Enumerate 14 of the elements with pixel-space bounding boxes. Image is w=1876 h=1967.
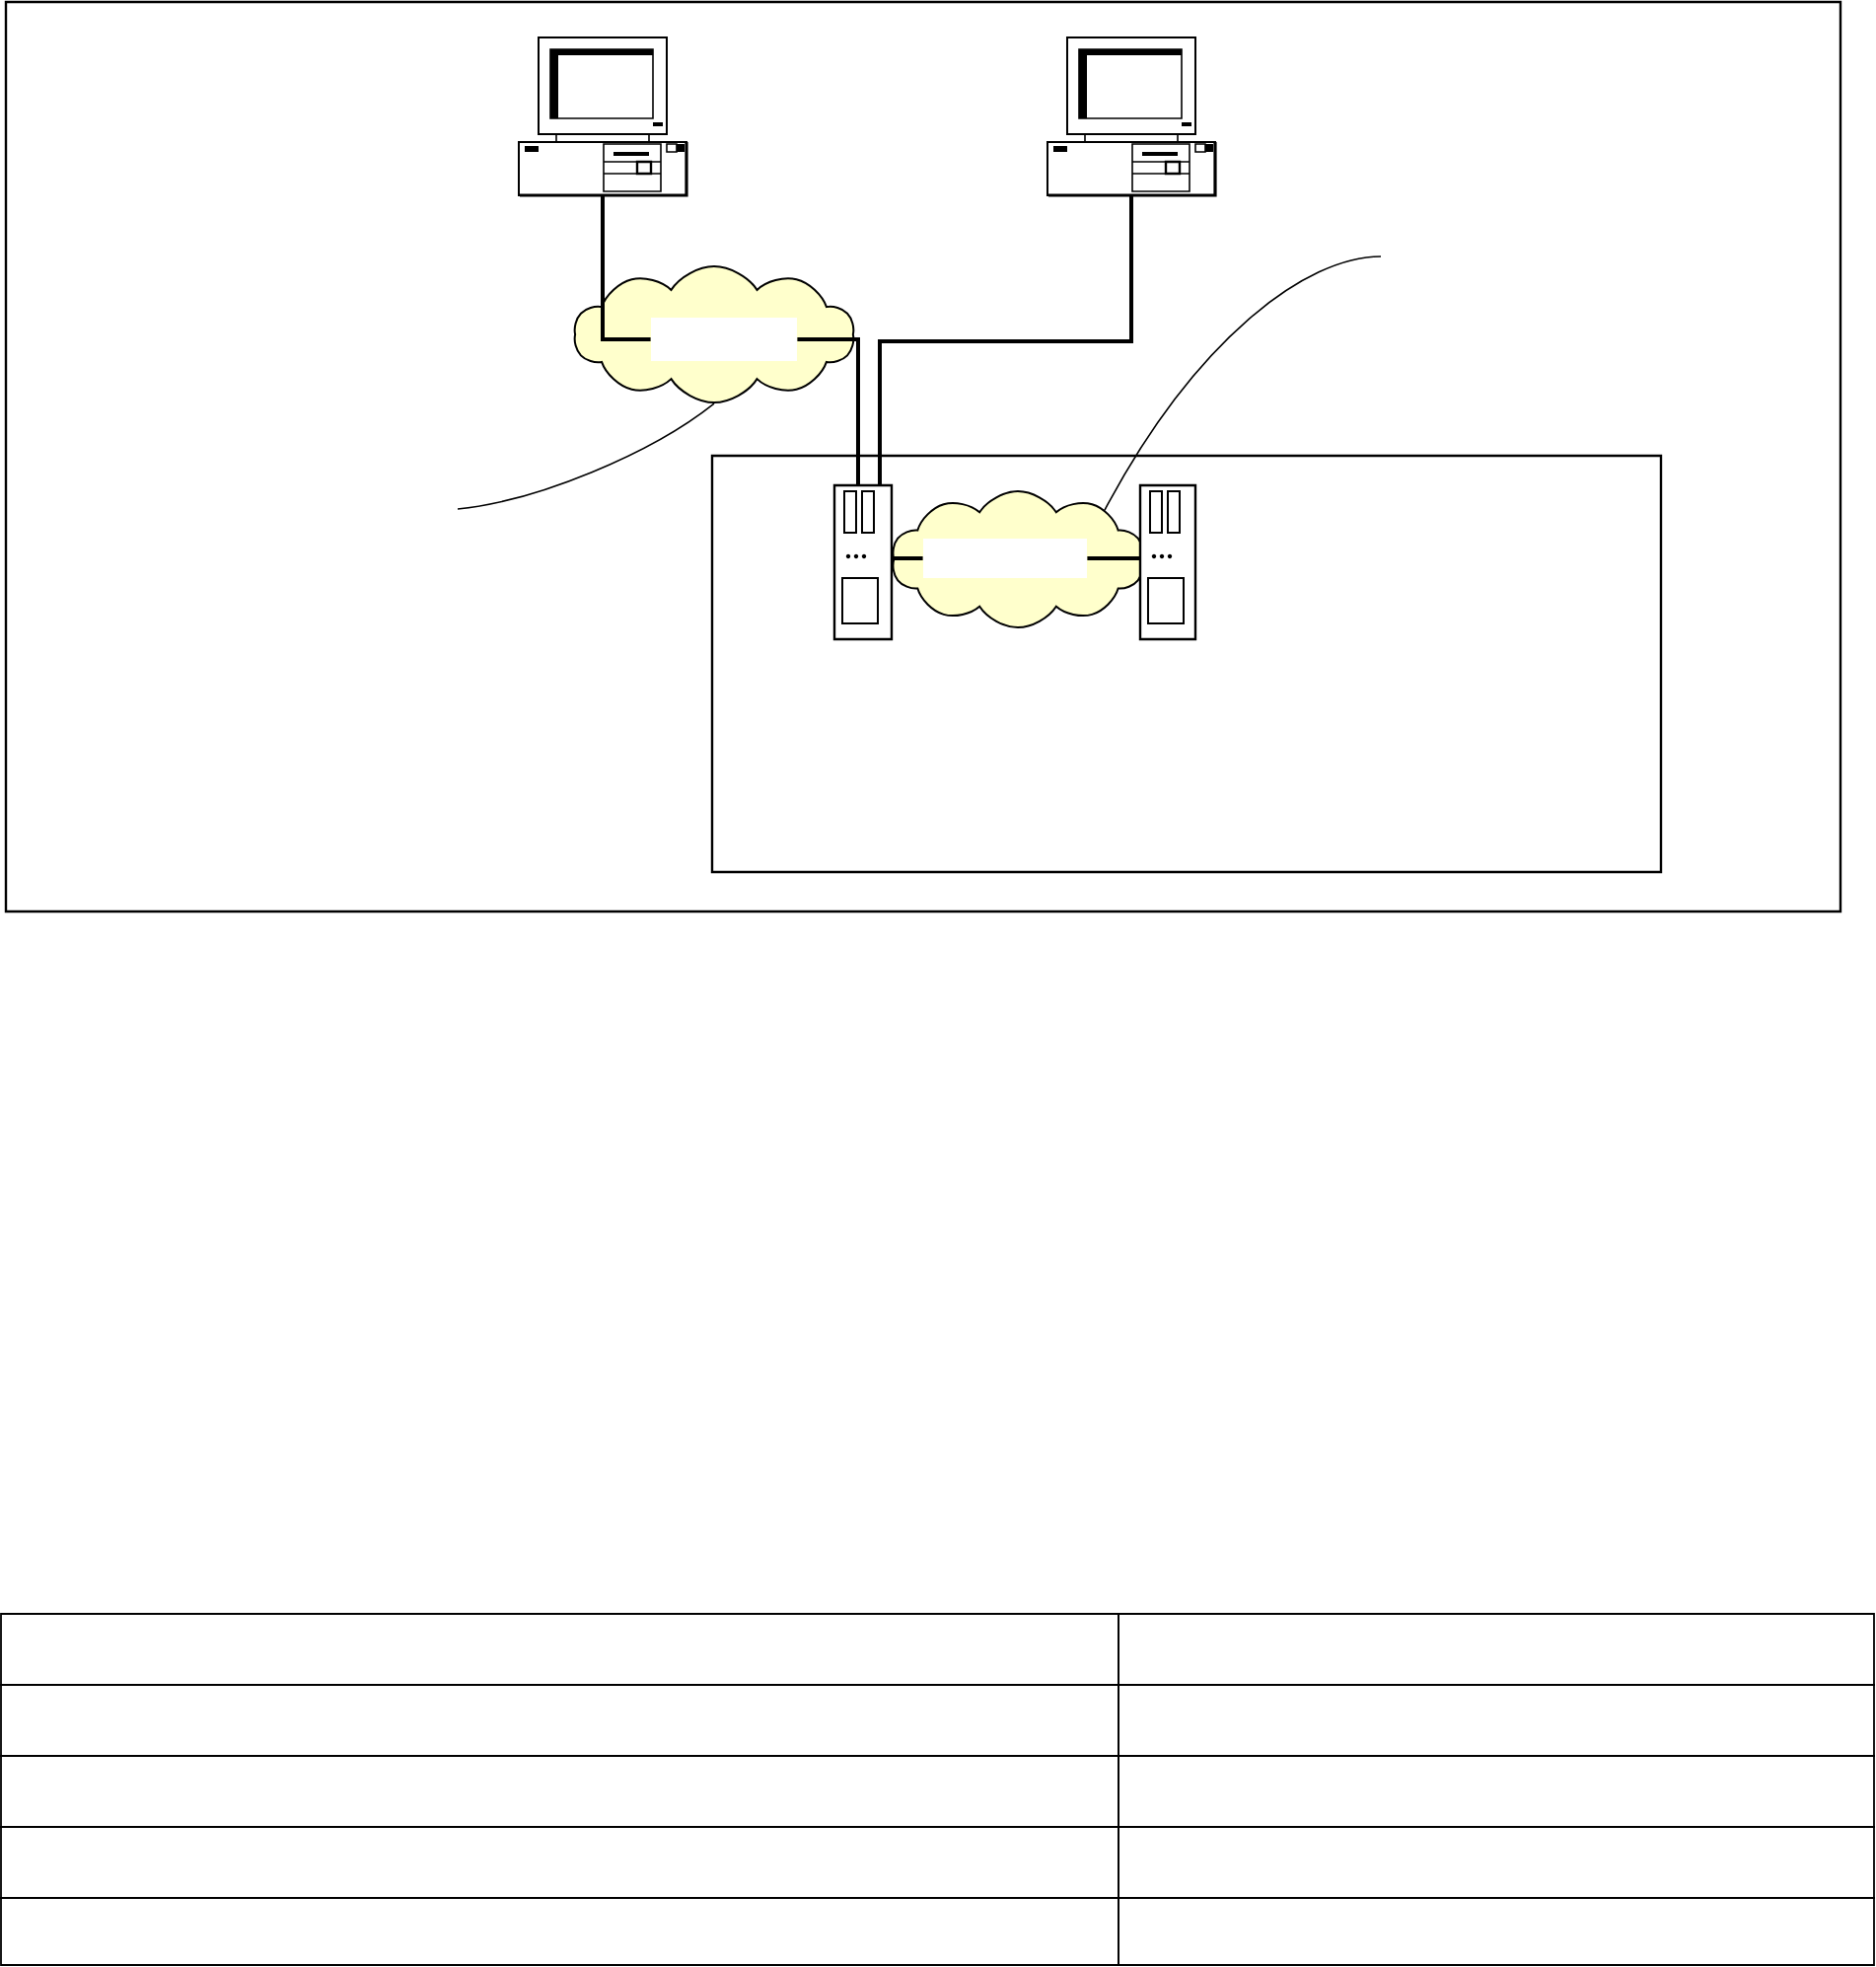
network-device: [1138, 483, 1197, 641]
desktop-computer: [518, 36, 688, 197]
connector-line: [878, 195, 1133, 485]
connector-line: [892, 556, 923, 560]
connector-line: [601, 195, 651, 341]
desktop-computer: [1046, 36, 1217, 197]
group-box: [710, 454, 1663, 874]
leader-line: [457, 402, 715, 510]
blank-label: [923, 539, 1087, 578]
blank-label: [651, 318, 797, 361]
connector-line: [797, 337, 860, 485]
leader-line: [1104, 255, 1382, 511]
connector-line: [1087, 556, 1140, 560]
network-device: [832, 483, 894, 641]
